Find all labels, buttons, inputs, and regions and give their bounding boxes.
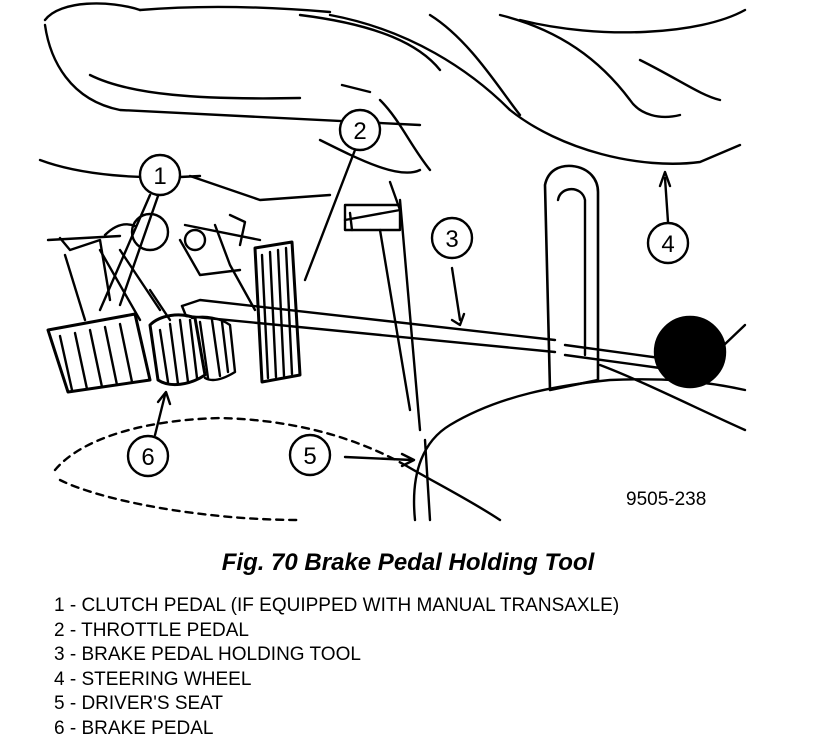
legend-item-5: 5 - DRIVER'S SEAT — [54, 693, 224, 715]
callout-6-label: 6 — [141, 444, 154, 471]
callout-4: 4 — [646, 170, 690, 265]
steering-wheel — [328, 8, 747, 165]
brake-pedal — [148, 313, 237, 387]
callout-3-label: 3 — [445, 226, 458, 253]
legend-item-4: 4 - STEERING WHEEL — [54, 668, 252, 690]
dashboard-outline — [38, 2, 442, 242]
callout-4-label: 4 — [661, 231, 674, 258]
callout-6: 6 — [126, 390, 172, 478]
legend-item-2: 2 - THROTTLE PEDAL — [54, 619, 249, 641]
callout-1-label: 1 — [153, 163, 166, 190]
figure-caption: Fig. 70 Brake Pedal Holding Tool — [221, 549, 595, 576]
clutch-pedal — [46, 312, 152, 394]
legend-list: 1 - CLUTCH PEDAL (IF EQUIPPED WITH MANUA… — [54, 594, 619, 742]
figure-reference-id: 9505-238 — [626, 489, 707, 510]
brake-pedal-holding-tool — [180, 164, 747, 392]
callout-1: 1 — [98, 153, 182, 312]
legend-item-3: 3 - BRAKE PEDAL HOLDING TOOL — [54, 644, 361, 666]
pedal-diagram-illustration: 1 2 3 4 5 6 — [38, 2, 747, 522]
legend-item-1: 1 - CLUTCH PEDAL (IF EQUIPPED WITH MANUA… — [54, 595, 620, 616]
callout-5-label: 5 — [303, 443, 316, 470]
callout-2-label: 2 — [353, 118, 366, 145]
callout-3: 3 — [430, 216, 474, 327]
legend-item-6: 6 - BRAKE PEDAL — [54, 717, 214, 739]
throttle-pedal — [253, 240, 302, 384]
drivers-seat — [53, 198, 747, 522]
callout-2: 2 — [303, 108, 382, 282]
callout-5: 5 — [288, 433, 416, 477]
